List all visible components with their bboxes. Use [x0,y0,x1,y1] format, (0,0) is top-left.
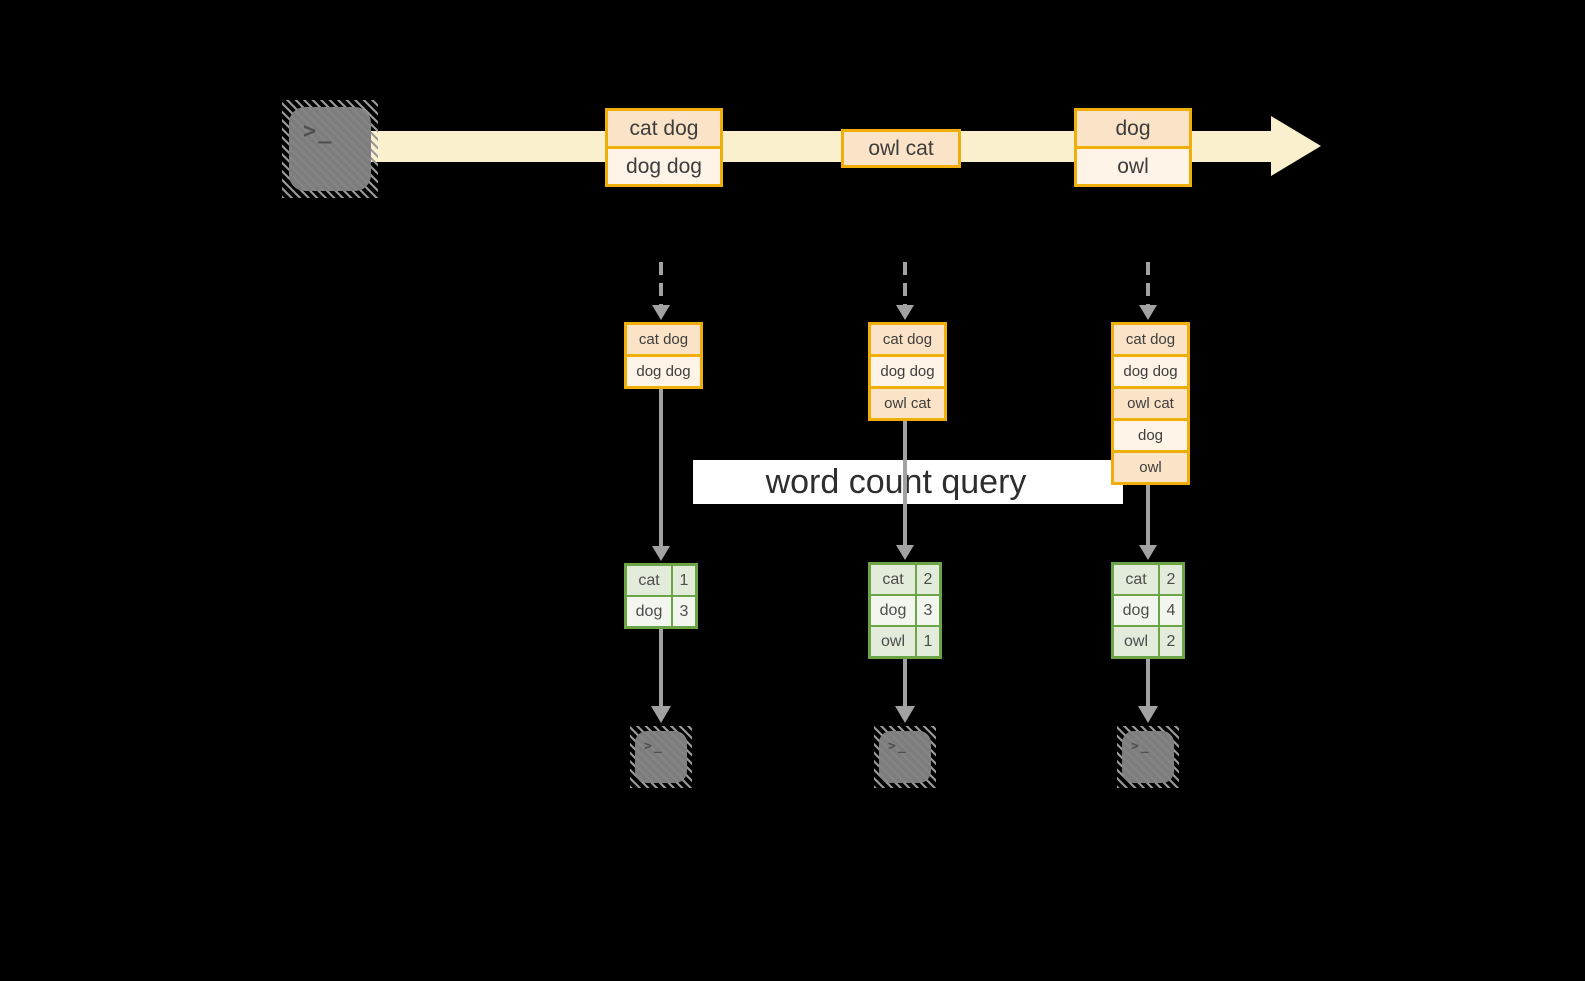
stack-line: owl [1114,453,1187,482]
micro-batch-stack-2: cat dog dog dog owl cat [868,322,947,421]
stack-line: dog dog [1114,357,1187,386]
stack-line: owl cat [871,389,944,418]
count-cell: 2 [1160,627,1182,656]
sink-terminal-icon-3: >_ [1117,726,1179,788]
query-arrow-line-1 [659,389,663,547]
record-line: dog dog [608,149,720,184]
record-line: owl cat [844,132,958,165]
terminal-body: >_ [635,731,687,783]
dashed-arrow-head-2 [896,305,914,320]
terminal-body: >_ [879,731,931,783]
sink-terminal-icon-2: >_ [874,726,936,788]
word-cell: cat [1114,565,1158,594]
word-cell: owl [1114,627,1158,656]
stream-batch-box-1: cat dog dog dog [605,108,723,187]
dashed-arrow-line-2 [903,262,907,306]
terminal-prompt-icon: >_ [644,739,664,754]
record-line: cat dog [608,111,720,146]
terminal-prompt-icon: >_ [888,739,908,754]
sink-terminal-icon-1: >_ [630,726,692,788]
stack-line: dog [1114,421,1187,450]
sink-arrow-line-3 [1146,659,1150,707]
count-cell: 4 [1160,596,1182,625]
terminal-body: >_ [1122,731,1174,783]
stack-line: dog dog [627,357,700,386]
input-stream-arrowhead [1271,116,1321,176]
word-cell: cat [627,566,671,595]
result-table-1: cat 1 dog 3 [624,563,698,629]
result-table-3: cat 2 dog 4 owl 2 [1111,562,1185,659]
sink-arrow-head-1 [651,706,671,723]
query-arrow-head-3 [1139,545,1157,560]
stack-line: dog dog [871,357,944,386]
word-cell: cat [871,565,915,594]
query-arrow-head-1 [652,546,670,561]
sink-arrow-head-3 [1138,706,1158,723]
sink-arrow-head-2 [895,706,915,723]
word-cell: dog [1114,596,1158,625]
count-cell: 2 [1160,565,1182,594]
word-cell: owl [871,627,915,656]
query-label: word count query [765,462,1027,501]
query-band: word count query [693,460,1123,504]
stack-line: owl cat [1114,389,1187,418]
count-cell: 3 [673,597,695,626]
stack-line: cat dog [1114,325,1187,354]
count-cell: 2 [917,565,939,594]
source-terminal-icon: >_ [282,100,378,198]
query-arrow-line-3 [1146,485,1150,546]
dashed-arrow-line-1 [659,262,663,306]
micro-batch-stack-3: cat dog dog dog owl cat dog owl [1111,322,1190,485]
query-arrow-head-2 [896,545,914,560]
record-line: dog [1077,111,1189,146]
sink-arrow-line-2 [903,659,907,707]
dashed-arrow-head-3 [1139,305,1157,320]
stream-batch-box-2: owl cat [841,129,961,168]
terminal-prompt-icon: >_ [1131,739,1151,754]
count-cell: 1 [673,566,695,595]
dashed-arrow-head-1 [652,305,670,320]
terminal-body: >_ [289,107,371,191]
word-cell: dog [871,596,915,625]
stack-line: cat dog [627,325,700,354]
word-cell: dog [627,597,671,626]
sink-arrow-line-1 [659,629,663,707]
micro-batch-stack-1: cat dog dog dog [624,322,703,389]
query-arrow-line-2 [903,421,907,546]
count-cell: 3 [917,596,939,625]
terminal-prompt-icon: >_ [303,119,334,144]
dashed-arrow-line-3 [1146,262,1150,306]
result-table-2: cat 2 dog 3 owl 1 [868,562,942,659]
record-line: owl [1077,149,1189,184]
stream-batch-box-3: dog owl [1074,108,1192,187]
count-cell: 1 [917,627,939,656]
stack-line: cat dog [871,325,944,354]
